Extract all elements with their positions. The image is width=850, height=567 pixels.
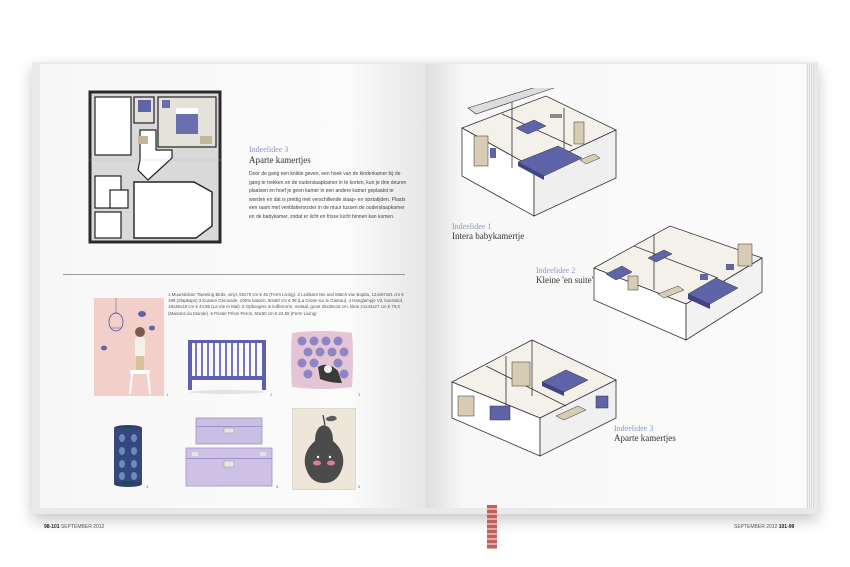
divider	[63, 274, 405, 275]
right-folio: SEPTEMBER 2012 101-99	[734, 524, 794, 530]
layout-title: Aparte kamertjes	[249, 155, 311, 165]
product-number: 6	[358, 484, 361, 489]
product-number: 1	[166, 392, 169, 397]
floor-plan	[88, 90, 222, 244]
product-photo-lamp	[112, 424, 144, 488]
product-number: 5	[276, 484, 279, 489]
isometric-layout-2	[588, 214, 766, 342]
left-folio: 98-101 SEPTEMBER 2012	[44, 524, 104, 530]
product-photo-pear-poster	[292, 408, 356, 490]
layout-label-1: Indeelidee 1	[452, 222, 492, 231]
left-folio-pages: 98-101	[44, 524, 60, 530]
layout-label-3: Indeelidee 3	[614, 424, 654, 433]
product-number: 3	[358, 392, 361, 397]
layout-title-1: Intera babykamertje	[452, 231, 525, 241]
product-photo-crib	[186, 332, 268, 394]
page-edge	[806, 64, 814, 508]
product-photo-wall-sticker	[94, 298, 164, 396]
left-folio-month: SEPTEMBER 2012	[60, 524, 105, 530]
body-text: Door de gang een knikte geven, een hoek …	[249, 171, 407, 220]
layout-title-3: Aparte kamertjes	[614, 433, 676, 443]
bookmark-ribbon	[487, 505, 497, 549]
layout-label-2: Indeelidee 2	[536, 266, 576, 275]
isometric-layout-1	[454, 88, 622, 220]
right-folio-month: SEPTEMBER 2012	[734, 524, 778, 530]
left-page: Indeelidee 3 Aparte kamertjes Door de ga…	[40, 64, 426, 508]
products-caption: 1 Muurstickter Tweeting Birds, vinyl, 50…	[168, 292, 404, 316]
isometric-layout-3	[446, 326, 622, 460]
right-page: Indeelidee 1 Intera babykamertje Indeeli…	[426, 64, 810, 508]
product-photo-storage-cases	[184, 416, 274, 490]
layout-label: Indeelidee 3	[249, 145, 289, 154]
product-number: 2	[270, 392, 273, 397]
right-folio-pages: 101-99	[778, 524, 795, 530]
product-photo-cushion	[288, 327, 356, 393]
layout-title-2: Kleine 'en suite'	[536, 275, 594, 285]
product-number: 4	[146, 484, 149, 489]
